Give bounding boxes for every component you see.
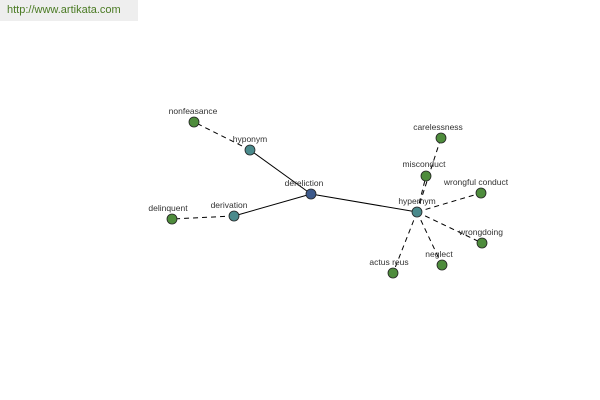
edge-hyponym-nonfeasance [193,121,251,151]
node-label-actus-reus[interactable]: actus reus [369,257,408,267]
node-neglect[interactable] [436,259,448,271]
node-label-dereliction[interactable]: dereliction [285,178,324,188]
node-label-wrongful-conduct[interactable]: wrongful conduct [443,177,509,187]
nodes-layer [166,116,488,279]
edges-layer [171,121,483,274]
node-hypernym[interactable] [411,206,423,218]
node-carelessness[interactable] [435,132,447,144]
node-derivation[interactable] [228,210,240,222]
node-wrongdoing[interactable] [476,237,488,249]
node-label-hypernym[interactable]: hypernym [398,196,435,206]
edge-hypernym-actus-reus [392,211,418,274]
node-label-hyponym[interactable]: hyponym [233,134,268,144]
node-label-misconduct[interactable]: misconduct [403,159,447,169]
site-watermark[interactable]: http://www.artikata.com [0,0,138,21]
node-label-wrongdoing[interactable]: wrongdoing [458,227,503,237]
node-dereliction[interactable] [305,188,317,200]
node-actus-reus[interactable] [387,267,399,279]
edge-derivation-delinquent [171,215,235,220]
labels-layer: dereliction hyponym derivation hypernym nonf… [148,106,508,267]
edge-hypernym-neglect [416,211,443,266]
edge-dereliction-hypernym [310,193,418,213]
edge-hypernym-misconduct [416,175,427,213]
edge-dereliction-hyponym [249,149,312,195]
node-nonfeasance[interactable] [188,116,200,128]
edge-hypernym-wrongdoing [416,211,483,244]
edge-hypernym-wrongful-conduct [416,192,482,213]
edge-dereliction-derivation [233,193,312,217]
node-wrongful-conduct[interactable] [475,187,487,199]
node-label-carelessness[interactable]: carelessness [413,122,463,132]
node-label-nonfeasance[interactable]: nonfeasance [169,106,218,116]
node-label-derivation[interactable]: derivation [211,200,248,210]
node-label-neglect[interactable]: neglect [425,249,453,259]
node-misconduct[interactable] [420,170,432,182]
node-delinquent[interactable] [166,213,178,225]
node-label-delinquent[interactable]: delinquent [148,203,188,213]
node-hyponym[interactable] [244,144,256,156]
